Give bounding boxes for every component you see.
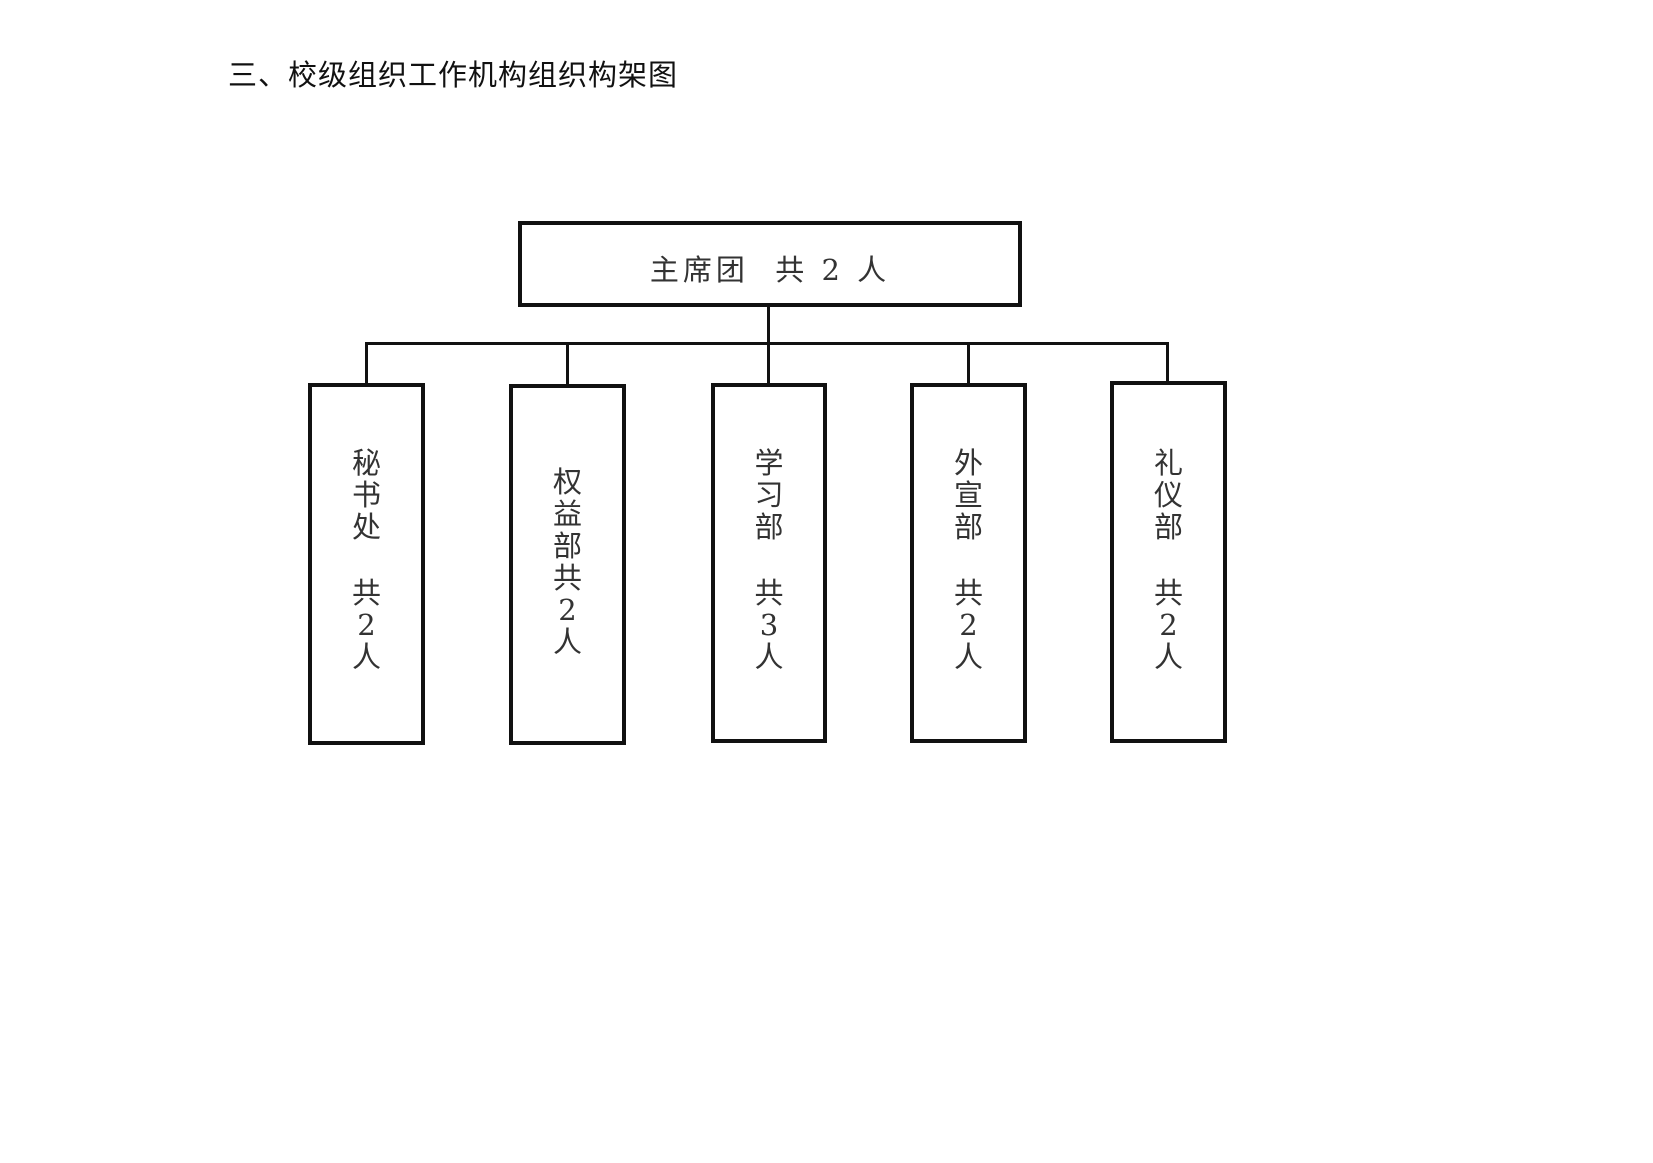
dept-glyph: 3 <box>759 608 779 642</box>
dept-name: 秘书处 <box>352 447 381 543</box>
branch-line-5 <box>1166 342 1169 382</box>
dept-glyph: 仪 <box>1153 478 1183 512</box>
dept-name: 礼仪部 <box>1154 447 1183 543</box>
dept-glyph: 2 <box>1159 608 1178 642</box>
root-node-presidium: 主席团 共 2 人 <box>518 221 1022 307</box>
branch-line-1 <box>365 342 368 384</box>
dept-glyph: 部 <box>1153 510 1183 544</box>
dept-name: 权益部 <box>553 466 582 562</box>
dept-glyph: 学 <box>754 446 784 480</box>
dept-glyph: 人 <box>552 625 582 659</box>
root-stem-line <box>767 305 770 345</box>
branch-line-3 <box>767 342 770 384</box>
branch-line-4 <box>967 342 970 384</box>
dept-glyph: 权 <box>552 465 582 499</box>
dept-glyph: 人 <box>953 640 983 674</box>
dept-glyph: 宣 <box>953 478 983 512</box>
dept-glyph: 处 <box>351 510 381 544</box>
dept-glyph: 习 <box>754 478 784 512</box>
dept-glyph: 部 <box>953 510 983 544</box>
dept-glyph: 部 <box>552 529 582 563</box>
dept-glyph: 人 <box>754 640 784 674</box>
dept-glyph: 秘 <box>351 446 381 480</box>
dept-glyph: 外 <box>953 446 983 480</box>
branch-line-2 <box>566 342 569 386</box>
dept-glyph: 书 <box>351 478 381 512</box>
page-heading: 三、校级组织工作机构组织构架图 <box>228 58 679 92</box>
dept-glyph: 共 <box>552 561 582 595</box>
dept-glyph: 人 <box>351 640 381 674</box>
dept-glyph: 礼 <box>1153 446 1183 480</box>
dept-glyph: 2 <box>558 593 577 627</box>
dept-glyph: 人 <box>1153 640 1183 674</box>
dept-glyph: 共 <box>953 576 983 610</box>
dept-glyph: 共 <box>1153 576 1183 610</box>
dept-glyph: 共 <box>754 576 784 610</box>
root-node-label: 主席团 共 2 人 <box>649 253 891 287</box>
dept-glyph: 益 <box>552 497 582 531</box>
dept-name: 外宣部 <box>954 447 983 543</box>
dept-glyph: 部 <box>754 510 784 544</box>
dept-glyph: 共 <box>351 576 381 610</box>
dept-glyph: 2 <box>959 608 978 642</box>
dept-glyph: 2 <box>357 608 376 642</box>
dept-name: 学习部 <box>754 447 783 543</box>
